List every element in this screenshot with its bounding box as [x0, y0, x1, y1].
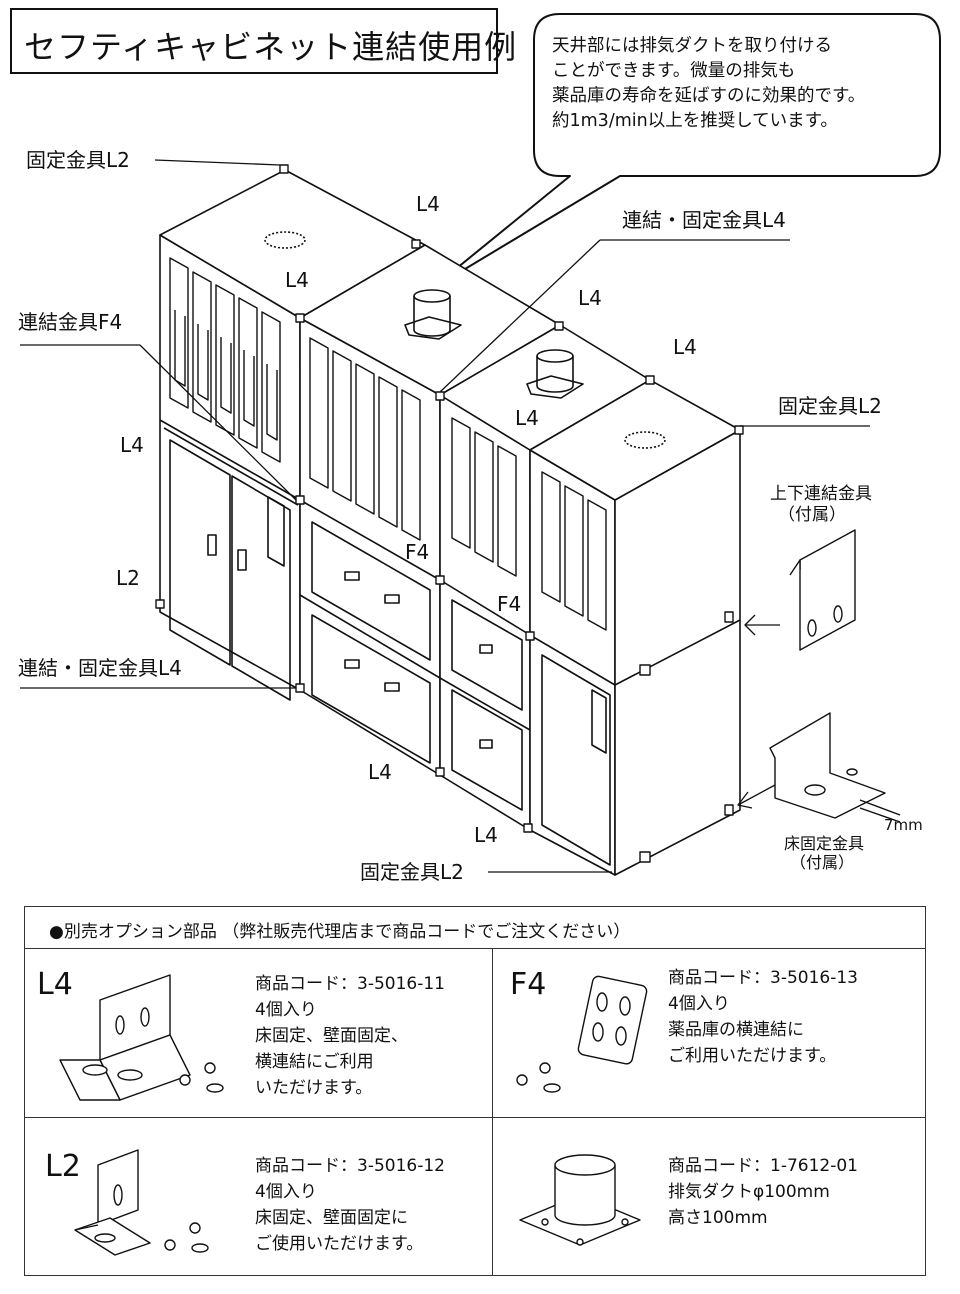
label-f4: F4	[497, 592, 522, 616]
part-l2-illustration	[74, 1149, 209, 1256]
part-code: 商品コード：3-5016-11	[255, 974, 445, 994]
label-f4: F4	[405, 540, 430, 564]
label-l4: L4	[578, 286, 602, 310]
label-connect-fixed-l4: 連結・固定金具L4	[18, 656, 182, 680]
part-note: 床固定、壁面固定に	[255, 1208, 408, 1228]
table-divider	[25, 1117, 925, 1118]
part-code: 商品コード：3-5016-12	[255, 1156, 445, 1176]
part-name: L4	[37, 967, 73, 1002]
part-spec: 排気ダクトφ100mm	[668, 1182, 830, 1202]
label-fixed-l2: 固定金具L2	[778, 394, 882, 418]
label-l4: L4	[673, 335, 697, 359]
label-l4: L4	[120, 433, 144, 457]
callout-line: 約1m3/min以上を推奨しています。	[552, 111, 838, 131]
label-floor-fixed: 床固定金具	[784, 834, 865, 853]
callout-text: 天井部には排気ダクトを取り付ける ことができます。微量の排気も 薬品庫の寿命を延…	[552, 34, 865, 134]
title-box: セフティキャビネット連結使用例	[10, 8, 516, 74]
label-l4: L4	[285, 268, 309, 292]
cabinet-right	[529, 379, 741, 876]
callout-line: 薬品庫の寿命を延ばすのに効果的です。	[552, 86, 866, 106]
part-f4: F4 商品コード：3-5016-13 4個入り 薬品庫の横連結に ご利用いただけ…	[492, 949, 925, 1117]
part-f4-illustration	[516, 975, 648, 1093]
label-l4: L4	[416, 192, 440, 216]
part-description: 商品コード：1-7612-01 排気ダクトφ100mm 高さ100mm	[668, 1153, 858, 1231]
label-l2: L2	[116, 566, 140, 590]
page-title: セフティキャビネット連結使用例	[24, 28, 518, 66]
part-l4-illustration	[59, 974, 224, 1101]
label-connect-fixed-l4: 連結・固定金具L4	[622, 208, 786, 232]
callout-bubble	[429, 13, 941, 291]
part-spec: 高さ100mm	[668, 1208, 768, 1228]
part-description: 商品コード：3-5016-12 4個入り 床固定、壁面固定に ご使用いただけます…	[255, 1153, 445, 1257]
parts-header: ●別売オプション部品 （弊社販売代理店まで商品コードでご注文ください）	[25, 907, 925, 949]
part-l4: L4 商品コード：3-5016-11 4個入り 床固定、壁面固定、 横連結にご利…	[25, 949, 492, 1117]
label-upper-lower-connect: 上下連結金具	[770, 484, 872, 504]
label-fixed-l2: 固定金具L2	[360, 860, 464, 884]
part-name: F4	[510, 967, 547, 1002]
label-l4: L4	[515, 406, 539, 430]
label-l4: L4	[368, 760, 392, 784]
label-connect-f4: 連結金具F4	[18, 310, 123, 334]
part-description: 商品コード：3-5016-13 4個入り 薬品庫の横連結に ご利用いただけます。	[668, 965, 858, 1069]
cabinet-center-left	[299, 244, 561, 776]
part-note: ご利用いただけます。	[668, 1046, 837, 1066]
table-divider	[492, 949, 493, 1275]
optional-parts-table: ●別売オプション部品 （弊社販売代理店まで商品コードでご注文ください） L4 商…	[24, 906, 926, 1276]
label-l4: L4	[474, 823, 498, 847]
callout-line: 天井部には排気ダクトを取り付ける	[552, 36, 832, 56]
part-exhaust-duct: 商品コード：1-7612-01 排気ダクトφ100mm 高さ100mm	[492, 1117, 925, 1275]
callout-line: ことができます。微量の排気も	[552, 61, 796, 81]
part-code: 商品コード：1-7612-01	[668, 1156, 858, 1176]
label-accessory: （付属）	[778, 505, 846, 525]
part-l2: L2 商品コード：3-5016-12 4個入り 床固定、壁面固定に ご使用いただ…	[25, 1117, 492, 1275]
label-accessory: （付属）	[790, 853, 855, 872]
part-duct-illustration	[519, 1154, 641, 1246]
part-name: L2	[45, 1149, 81, 1184]
part-note: 薬品庫の横連結に	[668, 1020, 804, 1040]
part-note: 床固定、壁面固定、	[255, 1026, 408, 1046]
part-code: 商品コード：3-5016-13	[668, 968, 858, 988]
label-fixed-l2: 固定金具L2	[26, 148, 130, 172]
part-note: ご使用いただけます。	[255, 1234, 424, 1254]
part-quantity: 4個入り	[668, 994, 730, 1014]
floor-fixing-bracket	[769, 712, 901, 823]
label-dimension: 7mm	[884, 816, 923, 834]
part-note: 横連結にご利用	[255, 1052, 374, 1072]
parts-header-text: ●別売オプション部品 （弊社販売代理店まで商品コードでご注文ください）	[49, 922, 631, 942]
cabinet-left	[159, 169, 426, 701]
part-description: 商品コード：3-5016-11 4個入り 床固定、壁面固定、 横連結にご利用 い…	[255, 971, 445, 1101]
part-note: いただけます。	[255, 1078, 373, 1098]
upper-lower-connector	[789, 529, 856, 651]
cabinet-center-right	[439, 324, 651, 831]
part-quantity: 4個入り	[255, 1182, 317, 1202]
part-quantity: 4個入り	[255, 1000, 317, 1020]
